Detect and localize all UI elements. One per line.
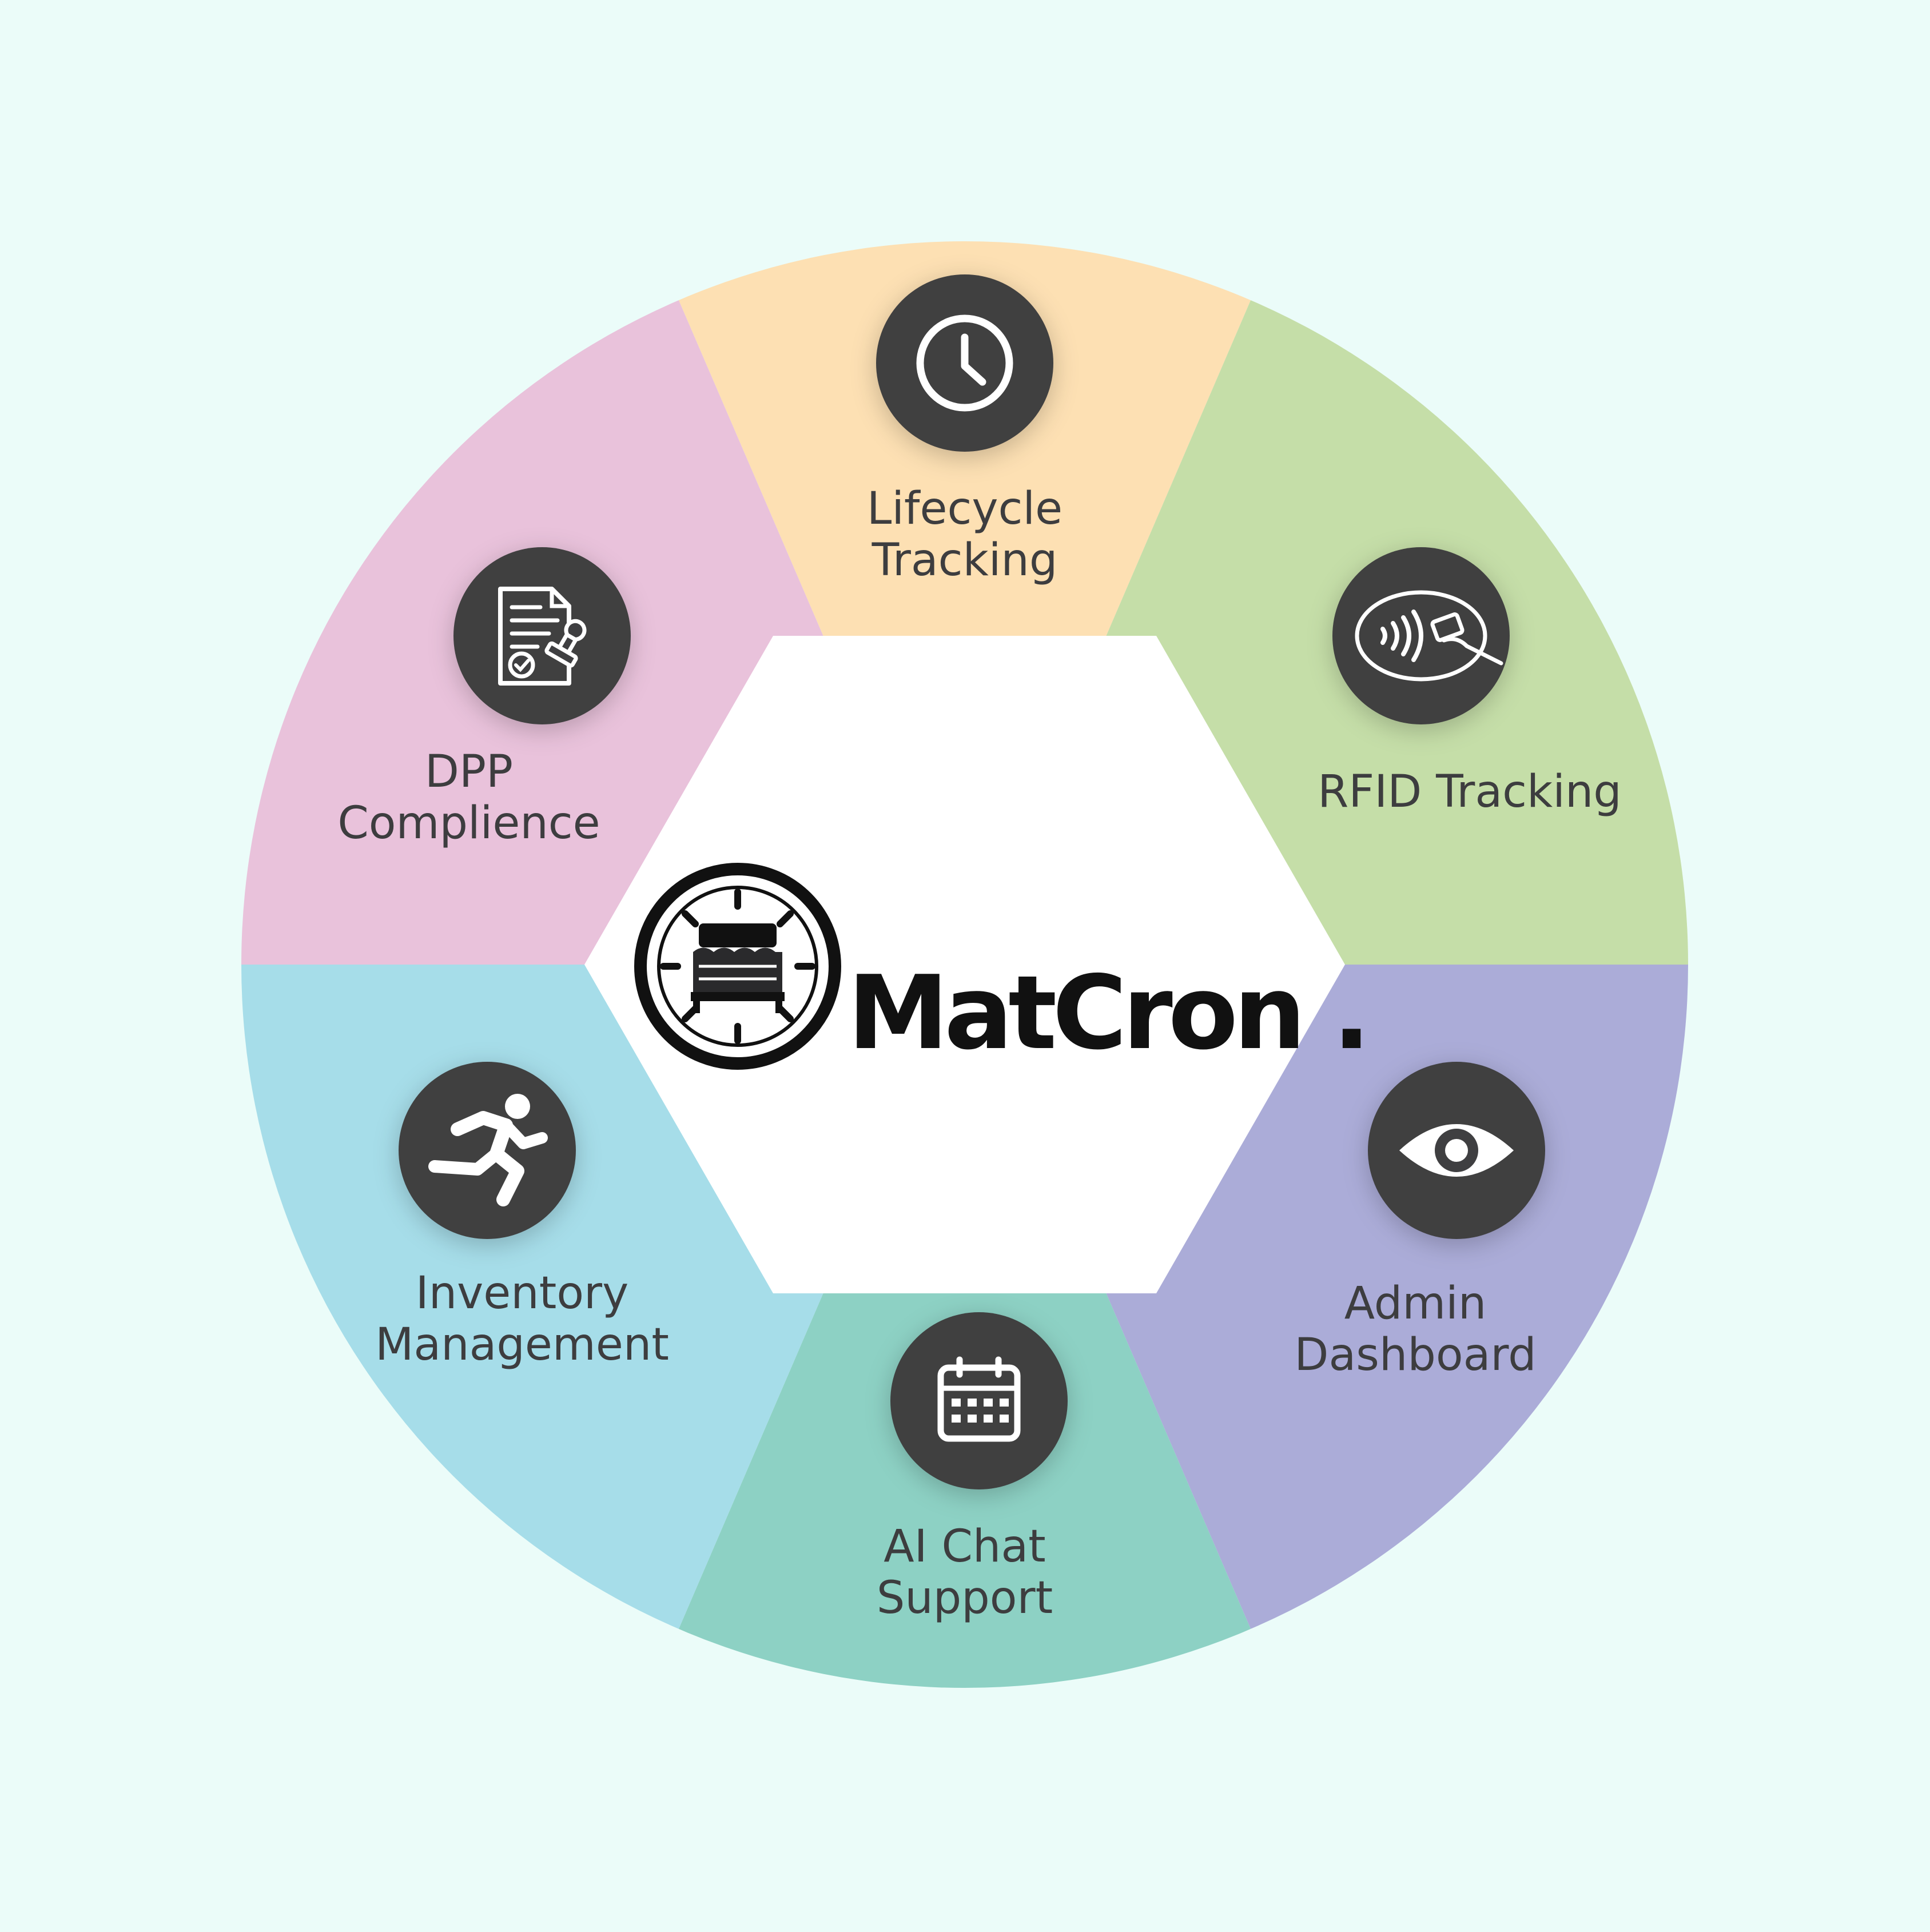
eye-icon [1368, 1062, 1545, 1239]
label-line: RFID Tracking [1318, 766, 1622, 818]
label-dpp-complience: DPP Complience [337, 746, 600, 849]
label-inventory-management: Inventory Management [375, 1268, 669, 1371]
label-line: Admin [1344, 1278, 1487, 1329]
brand-name: MatCron [847, 954, 1306, 1072]
brand-wordmark: MatCron . [847, 954, 1371, 1072]
stamped-document-icon [453, 547, 631, 724]
brand-suffix: . [1332, 954, 1371, 1072]
center-hexagon [584, 636, 1345, 1293]
brand-logo-icon [634, 863, 841, 1070]
label-line: Lifecycle [866, 483, 1063, 535]
label-rfid-tracking: RFID Tracking [1318, 766, 1622, 818]
label-line: Inventory [415, 1268, 629, 1319]
label-line: DPP [424, 746, 514, 798]
label-admin-dashboard: Admin Dashboard [1294, 1278, 1536, 1381]
label-line: AI Chat [884, 1521, 1046, 1572]
label-line: Complience [337, 798, 600, 849]
segment-lifecycle [599, 241, 1331, 965]
label-line: Support [876, 1572, 1053, 1624]
label-line: Dashboard [1294, 1329, 1537, 1381]
running-person-icon [399, 1062, 576, 1239]
label-ai-chat-support: AI Chat Support [877, 1521, 1053, 1624]
rfid-card-tap-icon [1332, 547, 1510, 724]
label-lifecycle-tracking: Lifecycle Tracking [867, 483, 1063, 586]
clock-icon [876, 274, 1053, 452]
label-line: Tracking [872, 535, 1058, 586]
icon-circles [399, 274, 1545, 1489]
label-line: Management [375, 1319, 669, 1371]
calendar-icon [890, 1312, 1068, 1489]
